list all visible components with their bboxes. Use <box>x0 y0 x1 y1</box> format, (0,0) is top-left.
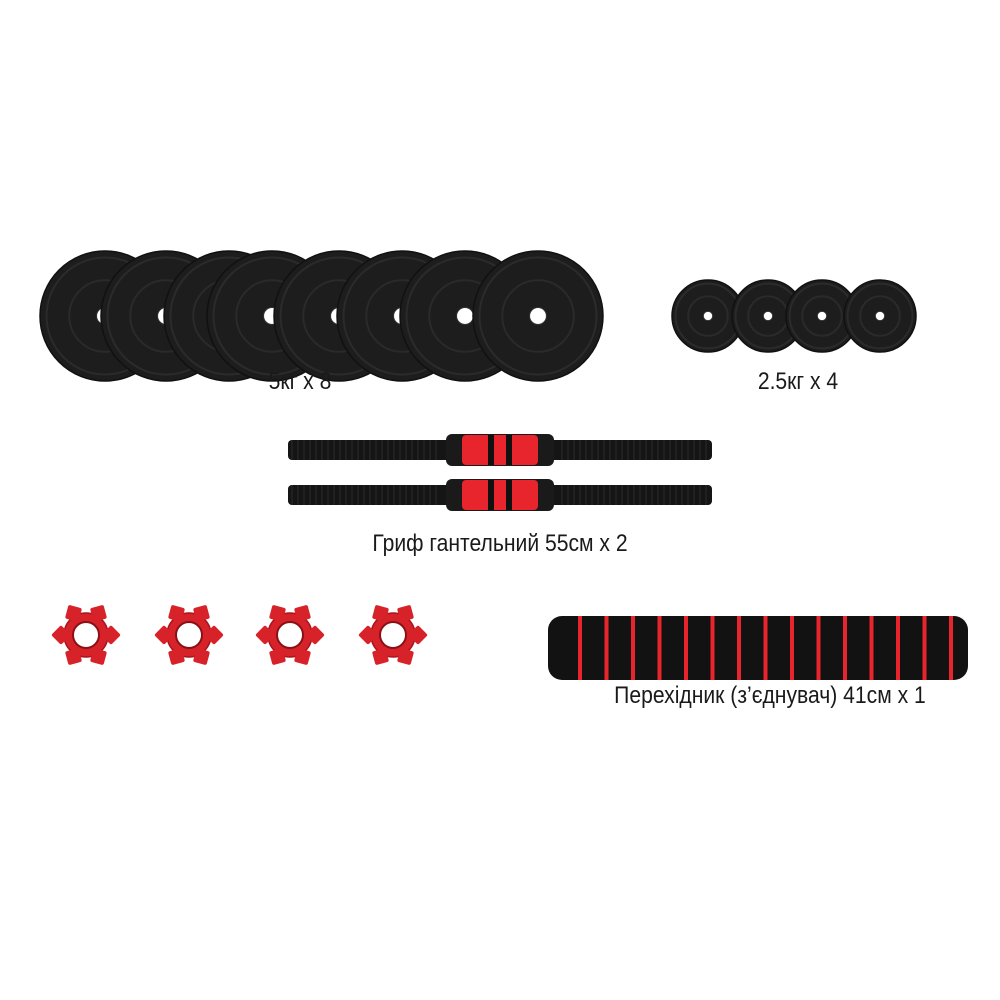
dumbbell-bar <box>288 479 712 511</box>
plates-2-5kg-label: 2.5кг x 4 <box>757 368 839 395</box>
plate-5kg <box>472 250 604 382</box>
connector-tube <box>548 616 968 680</box>
collar-nut <box>358 605 428 665</box>
plates-5kg-label: 5кг x 8 <box>268 368 332 395</box>
dumbbell-bar-label: Гриф гантельний 55см x 2 <box>372 530 628 557</box>
plates-5kg-image <box>39 250 917 382</box>
plate-2-5kg <box>671 279 745 353</box>
plate-2-5kg <box>731 279 805 353</box>
plate-2-5kg <box>843 279 917 353</box>
dumbbell-bar <box>288 434 712 466</box>
connector-tube-image <box>548 616 968 680</box>
collar-nut <box>51 605 121 665</box>
collar-nuts-image <box>51 605 428 665</box>
connector-label: Перехідник (з’єднувач) 41см x 1 <box>614 682 926 709</box>
collar-nut <box>154 605 224 665</box>
dumbbell-bars-image <box>288 434 712 511</box>
collar-nut <box>255 605 325 665</box>
